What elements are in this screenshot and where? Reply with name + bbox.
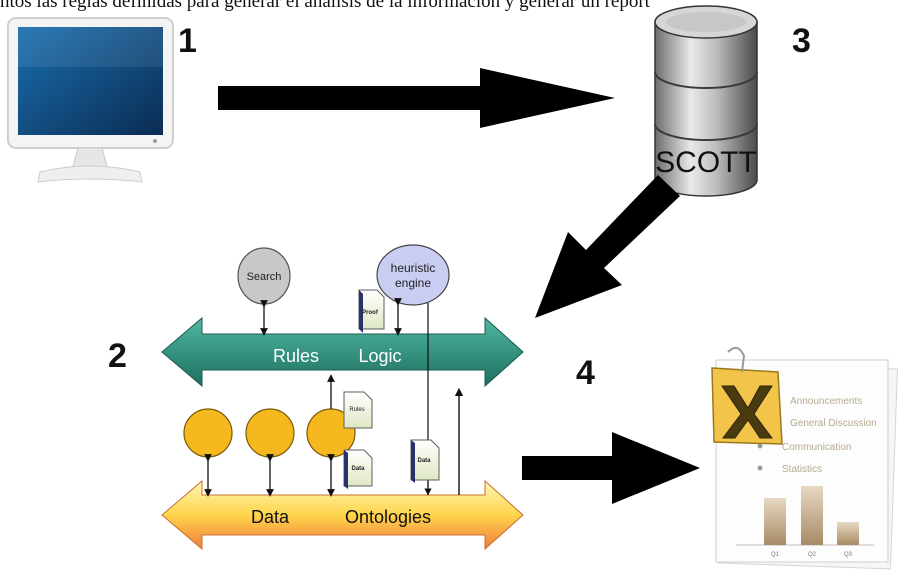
report-line-3: Communication <box>782 442 851 453</box>
report-bullet-1 <box>757 443 763 449</box>
step-number-2: 2 <box>108 337 127 375</box>
report-bar-1 <box>764 498 786 545</box>
spreadsheet-x-icon <box>711 346 783 445</box>
step-number-4: 4 <box>576 354 595 392</box>
database-icon <box>654 5 758 197</box>
logic-label: Logic <box>358 346 401 366</box>
agent-circle-1 <box>183 408 233 458</box>
data-ontologies-band <box>161 479 524 551</box>
heuristic-node-label-line1: heuristic <box>391 261 436 275</box>
search-node-label: Search <box>247 271 282 283</box>
data-document-left-icon <box>343 449 373 489</box>
report-line-4: Statistics <box>782 464 822 475</box>
proof-document-label: Proof <box>362 310 379 316</box>
agent-circle-2 <box>245 408 295 458</box>
top-caption: ntos las reglas definidas para generar e… <box>0 0 650 12</box>
ontologies-label: Ontologies <box>345 507 431 527</box>
proof-document-icon <box>358 289 385 333</box>
monitor-icon <box>7 17 174 183</box>
heuristic-engine-node <box>376 244 450 306</box>
data-document-right-icon <box>410 439 440 483</box>
step-number-3: 3 <box>792 22 811 60</box>
report-bar-label-3: Q3 <box>844 552 853 558</box>
data-label: Data <box>251 507 290 527</box>
report-line-2: General Discussion <box>790 418 877 429</box>
report-bar-2 <box>801 486 823 545</box>
step-number-1: 1 <box>178 22 197 60</box>
rules-logic-band <box>161 316 524 388</box>
report-bar-label-2: Q2 <box>808 552 817 558</box>
report-bullet-2 <box>757 465 763 471</box>
report-line-1: Announcements <box>790 396 862 407</box>
report-bar-label-1: Q1 <box>771 552 780 558</box>
rules-document-icon <box>343 391 373 429</box>
database-label: SCOTT <box>655 146 757 179</box>
arrow-database-to-semantic-stack <box>535 175 680 318</box>
rules-document-label: Rules <box>349 407 364 413</box>
heuristic-node-label-line2: engine <box>395 276 431 290</box>
data-document-left-label: Data <box>351 466 365 472</box>
data-document-right-label: Data <box>417 458 431 464</box>
report-bar-3 <box>837 522 859 545</box>
arrow-stack-to-report <box>522 432 700 504</box>
arrow-monitor-to-database <box>218 68 615 128</box>
rules-label: Rules <box>273 346 319 366</box>
